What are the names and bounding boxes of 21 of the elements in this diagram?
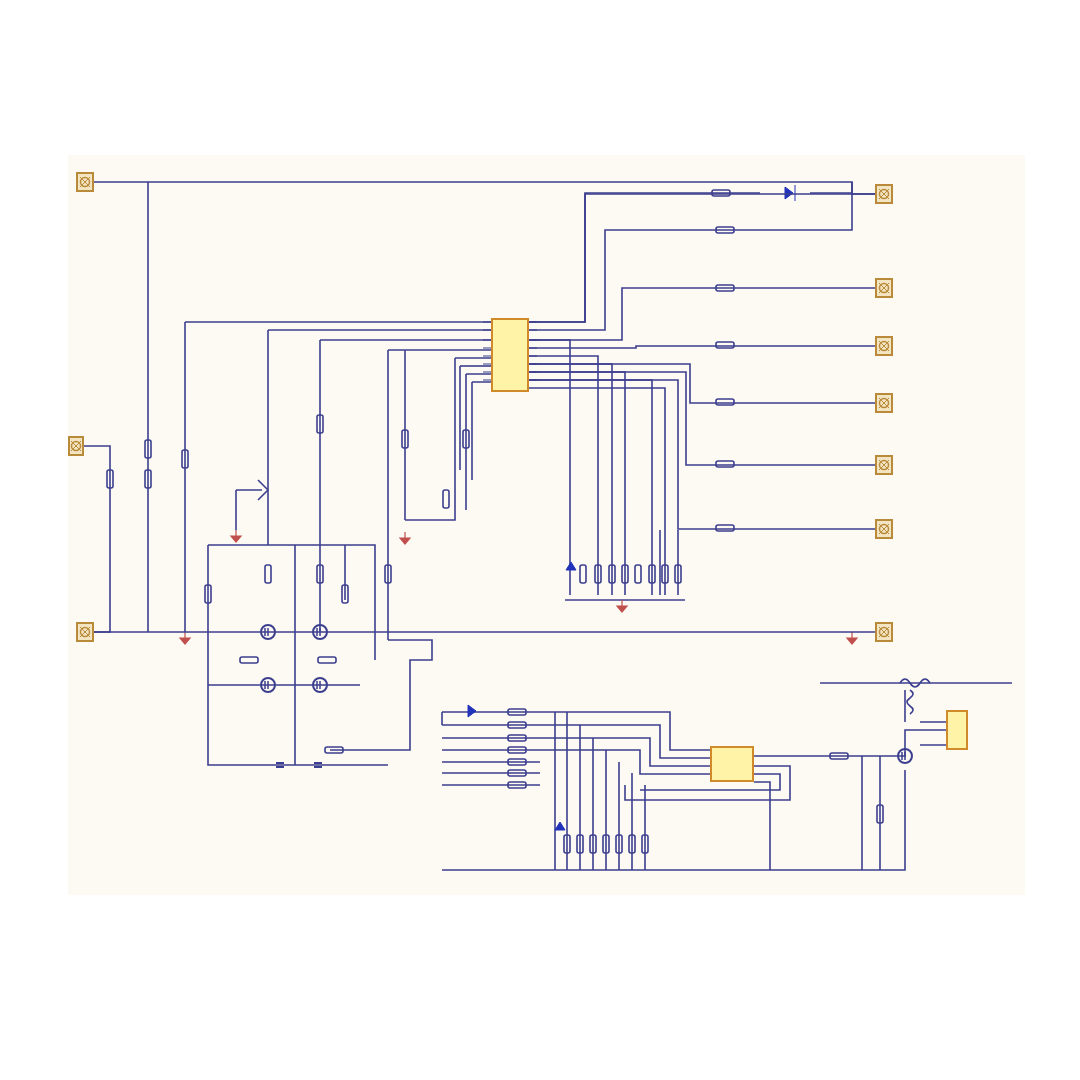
wire xyxy=(528,345,876,349)
connector-pad xyxy=(875,336,893,356)
wire xyxy=(528,287,876,341)
connector-pad xyxy=(875,455,893,475)
wire xyxy=(528,379,876,530)
connector-pad xyxy=(68,436,84,456)
wire xyxy=(528,363,876,404)
connector-pad xyxy=(875,393,893,413)
connector-pad xyxy=(875,519,893,539)
connector-pad xyxy=(76,172,94,192)
ic-chip xyxy=(491,318,529,392)
connector-pad xyxy=(875,622,893,642)
wire xyxy=(83,445,111,633)
connector-pad xyxy=(875,184,893,204)
wire xyxy=(528,193,876,323)
wire xyxy=(753,729,947,757)
ic-chip xyxy=(710,746,754,782)
wire xyxy=(528,371,876,466)
connector-pad xyxy=(875,278,893,298)
ic-chip xyxy=(946,710,968,750)
connector-pad xyxy=(76,622,94,642)
